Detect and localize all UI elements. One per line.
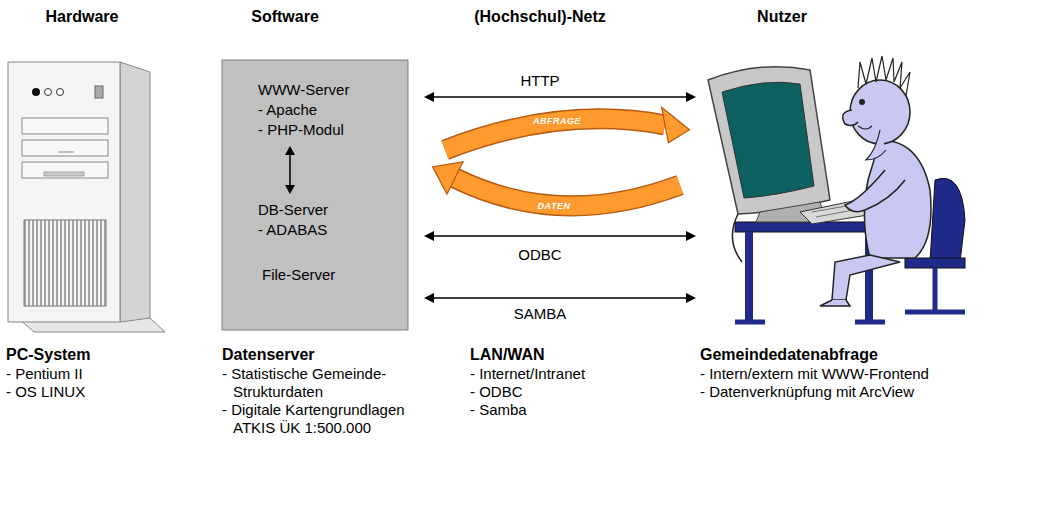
software-box: File-Server WWW-Server- Apache- PHP-Modul… <box>222 60 408 330</box>
software-item: - ADABAS <box>258 220 328 240</box>
server-group: WWW-Server- Apache- PHP-Modul <box>258 80 349 140</box>
software-box-fill <box>222 60 408 330</box>
block-heading: PC-System <box>6 346 90 364</box>
list-item: - Intern/extern mit WWW-Frontend <box>700 365 929 383</box>
list-item: - Internet/Intranet <box>470 365 585 383</box>
column-heading: Software <box>251 8 319 26</box>
column-heading: Nutzer <box>757 8 807 26</box>
block-heading: LAN/WAN <box>470 346 545 364</box>
software-item: - Apache <box>258 100 349 120</box>
user-figure <box>708 56 965 322</box>
list-item: - Datenverknüpfung mit ArcView <box>700 383 914 401</box>
protocol-arrows <box>424 92 696 303</box>
list-item: - Pentium II <box>6 365 83 383</box>
server-group: DB-Server- ADABAS <box>258 200 328 240</box>
block-heading: Gemeindedatenabfrage <box>700 346 878 364</box>
block-heading: Datenserver <box>222 346 315 364</box>
list-item: - Samba <box>470 401 527 419</box>
protocol-label: ODBC <box>518 246 561 264</box>
server-name: File-Server <box>262 265 335 285</box>
list-item: - OS LINUX <box>6 383 85 401</box>
list-item: - Digitale Kartengrundlagen ATKIS ÜK 1:5… <box>222 401 448 437</box>
pc-tower <box>8 62 165 332</box>
server-name: WWW-Server <box>258 80 349 100</box>
server-name: DB-Server <box>258 200 328 220</box>
arrow-text: ABFRAGE <box>533 116 581 126</box>
list-item: - ODBC <box>470 383 523 401</box>
software-item: - PHP-Modul <box>258 120 349 140</box>
connector-arrow <box>285 146 295 194</box>
query-data-arrows <box>433 107 690 206</box>
protocol-label: HTTP <box>520 72 559 90</box>
protocol-label: SAMBA <box>514 305 567 323</box>
column-heading: (Hochschul)-Netz <box>474 8 606 26</box>
column-heading: Hardware <box>46 8 119 26</box>
arrow-text: DATEN <box>538 201 571 211</box>
list-item: - Statistische Gemeinde- Strukturdaten <box>222 365 448 401</box>
